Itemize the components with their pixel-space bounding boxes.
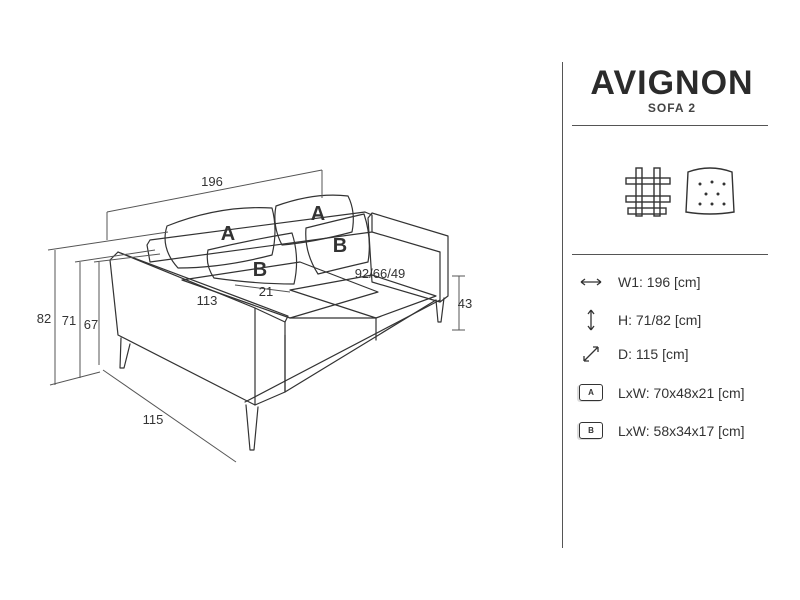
leg-back-left (119, 337, 131, 369)
leg-right (435, 297, 445, 323)
spec-width: W1: 196 [cm] (578, 274, 700, 290)
spec-depth: D: 115 [cm] (578, 344, 689, 364)
dim-armrest-label: 21 (259, 284, 273, 299)
panel-divider (562, 62, 563, 548)
material-icons (624, 166, 744, 220)
product-name: AVIGNON (590, 64, 754, 102)
pillow-label-b-left: B (253, 259, 267, 281)
seat-left (181, 261, 379, 319)
dim-height-cushion-label: 67 (84, 317, 98, 332)
spec-cushion-a-text: LxW: 70x48x21 [cm] (618, 384, 745, 401)
product-subtitle: SOFA 2 (647, 101, 697, 115)
back-cushion-a-left (164, 207, 276, 269)
height-arrow-icon (578, 308, 604, 332)
pillow-b-left (206, 232, 298, 285)
spec-depth-text: D: 115 [cm] (618, 346, 689, 362)
title-block: AVIGNON SOFA 2 (572, 60, 772, 115)
cushion-label-a-right: A (311, 203, 325, 225)
sofa-back (146, 211, 373, 263)
tufted-cushion-icon (685, 167, 735, 215)
depth-arrow-icon (578, 344, 604, 364)
spec-width-text: W1: 196 [cm] (618, 274, 701, 290)
dim-height-back-label: 71 (62, 313, 76, 328)
cushion-b-tag: B (579, 422, 603, 439)
spec-height: H: 71/82 [cm] (578, 308, 701, 332)
dim-seat-depth-label: 113 (197, 293, 218, 308)
cushion-b-icon: B (578, 422, 604, 439)
left-armrest (109, 251, 289, 406)
cushion-label-a-left: A (221, 223, 235, 245)
leg-front-left (245, 404, 259, 451)
cushion-a-tag: A (579, 384, 603, 401)
pillow-b-right (305, 213, 370, 275)
spec-cushion-a: A LxW: 70x48x21 [cm] (578, 384, 745, 401)
spec-cushion-b-text: LxW: 58x34x17 [cm] (618, 422, 745, 439)
sofa-diagram: 196 82 71 67 113 21 92/66/49 43 115 A A … (37, 169, 472, 463)
dim-seat-label: 92/66/49 (355, 266, 406, 281)
separator-top (572, 125, 768, 126)
seat-right (289, 274, 437, 319)
dim-height-total-label: 82 (37, 311, 51, 326)
dim-width-label: 196 (201, 174, 223, 189)
cushion-a-icon: A (578, 384, 604, 401)
right-armrest (367, 212, 449, 303)
width-arrow-icon (578, 276, 604, 288)
separator-mid (572, 254, 768, 255)
pillow-label-b-right: B (333, 235, 347, 257)
woven-fabric-icon (625, 167, 671, 217)
dim-depth-label: 115 (143, 412, 164, 427)
spec-cushion-b: B LxW: 58x34x17 [cm] (578, 422, 745, 439)
dim-seat-height-label: 43 (458, 296, 472, 311)
spec-height-text: H: 71/82 [cm] (618, 312, 702, 328)
